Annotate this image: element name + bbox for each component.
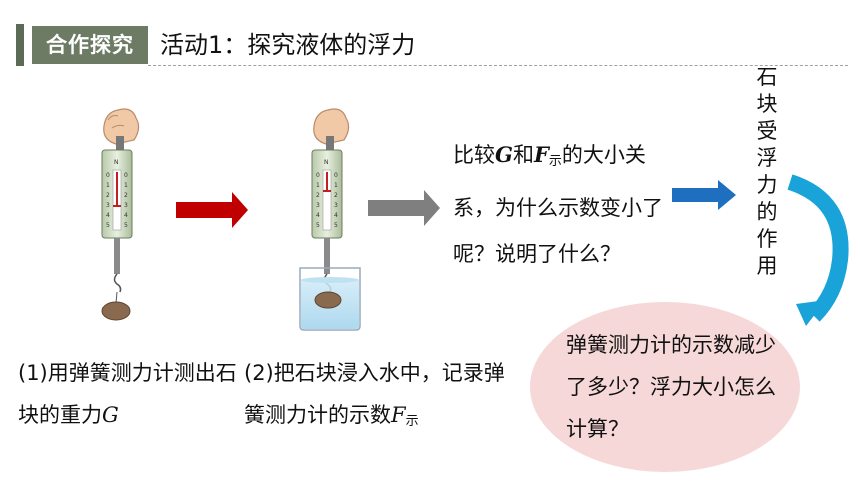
svg-text:1: 1	[106, 182, 110, 189]
side-conclusion: 石块受浮力的作用	[756, 65, 778, 278]
svg-text:3: 3	[106, 202, 110, 209]
svg-text:N: N	[324, 159, 329, 166]
svg-text:1: 1	[124, 182, 128, 189]
svg-text:1: 1	[316, 182, 320, 189]
question-part2: 和	[512, 143, 534, 167]
question-text: 比较G和F示的大小关系，为什么示数变小了呢？说明了什么？	[453, 132, 675, 277]
svg-text:0: 0	[316, 172, 320, 179]
svg-text:5: 5	[106, 222, 110, 229]
gray-arrow-icon	[368, 190, 440, 226]
stone-in-water-icon	[314, 291, 342, 309]
svg-text:4: 4	[316, 212, 320, 219]
svg-text:4: 4	[106, 212, 110, 219]
hand-icon-2	[313, 108, 350, 145]
svg-text:2: 2	[124, 192, 128, 199]
svg-text:5: 5	[316, 222, 320, 229]
spring-scale-2: N 0 0 1 1 2 2 3 3 4 4 5 5	[299, 108, 361, 331]
step1-symbol: G	[102, 403, 119, 427]
step1-caption: (1)用弹簧测力计测出石块的重力G	[18, 352, 243, 436]
svg-text:2: 2	[316, 192, 320, 199]
thought-bubble	[530, 302, 800, 472]
svg-text:1: 1	[334, 182, 338, 189]
svg-text:0: 0	[124, 172, 128, 179]
step2-symbol-sub: 示	[405, 414, 419, 429]
header-divider	[148, 65, 848, 66]
svg-text:4: 4	[334, 212, 338, 219]
svg-text:2: 2	[334, 192, 338, 199]
beaker-icon	[299, 267, 361, 331]
svg-text:2: 2	[106, 192, 110, 199]
symbol-f-sub: 示	[548, 154, 562, 169]
svg-text:3: 3	[124, 202, 128, 209]
hand-icon	[103, 108, 140, 145]
blue-arrow-icon	[672, 180, 736, 210]
question-part3: 的大小关系，为什么示数变小了呢？说明了什么？	[453, 143, 663, 266]
page-title: 活动1：探究液体的浮力	[160, 31, 416, 59]
symbol-g: G	[495, 142, 513, 167]
step2-symbol: F	[391, 403, 406, 427]
bubble-text: 弹簧测力计的示数减少了多少？浮力大小怎么计算？	[566, 333, 776, 441]
step2-text: (2)把石块浸入水中，记录弹簧测力计的示数	[244, 361, 505, 427]
svg-text:3: 3	[334, 202, 338, 209]
spring-scale-1: N 0 0 1 1 2 2 3 3 4 4 5 5	[101, 108, 140, 321]
step2-caption: (2)把石块浸入水中，记录弹簧测力计的示数F示	[244, 352, 514, 443]
question-part1: 比较	[453, 143, 495, 167]
svg-text:N: N	[114, 159, 119, 166]
header-accent-bar	[16, 24, 24, 66]
symbol-f: F	[533, 142, 549, 167]
curved-arrow-icon	[787, 174, 849, 322]
step1-text: (1)用弹簧测力计测出石块的重力	[18, 361, 237, 427]
svg-text:3: 3	[316, 202, 320, 209]
svg-text:0: 0	[334, 172, 338, 179]
svg-text:4: 4	[124, 212, 128, 219]
section-tag: 合作探究	[32, 26, 148, 64]
stone-icon	[101, 301, 131, 321]
svg-text:5: 5	[124, 222, 128, 229]
svg-text:0: 0	[106, 172, 110, 179]
red-arrow-icon	[176, 192, 248, 228]
svg-text:5: 5	[334, 222, 338, 229]
